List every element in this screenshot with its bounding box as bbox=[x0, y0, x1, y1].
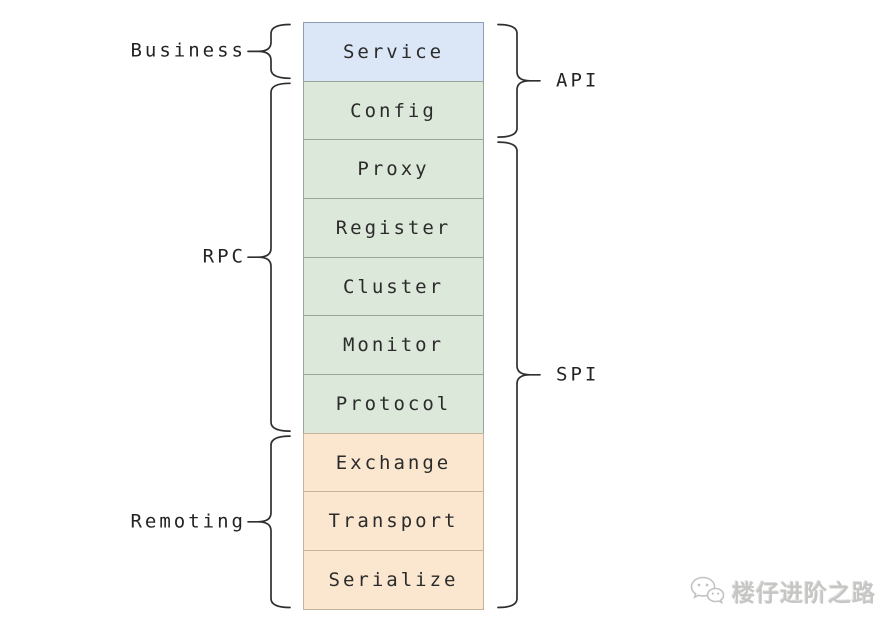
brace-spi bbox=[497, 141, 541, 609]
wechat-icon bbox=[689, 575, 725, 607]
layer-box-config: Config bbox=[303, 80, 484, 141]
group-label-rpc: RPC bbox=[202, 245, 246, 268]
brace-business bbox=[247, 23, 291, 80]
group-label-api: API bbox=[556, 69, 600, 92]
layer-box-serialize: Serialize bbox=[303, 549, 484, 611]
group-label-remoting: Remoting bbox=[130, 510, 246, 533]
watermark-text: 楼仔进阶之路 bbox=[732, 581, 876, 607]
layer-box-exchange: Exchange bbox=[303, 432, 484, 493]
layer-box-cluster: Cluster bbox=[303, 256, 484, 317]
group-label-spi: SPI bbox=[556, 363, 600, 386]
layer-box-register: Register bbox=[303, 197, 484, 259]
layer-box-transport: Transport bbox=[303, 491, 484, 552]
brace-remoting bbox=[247, 435, 291, 609]
watermark: 楼仔进阶之路 bbox=[689, 574, 876, 608]
layer-box-service: Service bbox=[303, 22, 484, 83]
layer-stack: Service Config Proxy Register Cluster Mo… bbox=[303, 22, 484, 611]
layer-box-monitor: Monitor bbox=[303, 315, 484, 376]
brace-rpc bbox=[247, 82, 291, 432]
layer-box-protocol: Protocol bbox=[303, 373, 484, 435]
brace-api bbox=[497, 23, 541, 138]
group-label-business: Business bbox=[130, 39, 246, 62]
layer-box-proxy: Proxy bbox=[303, 139, 484, 200]
